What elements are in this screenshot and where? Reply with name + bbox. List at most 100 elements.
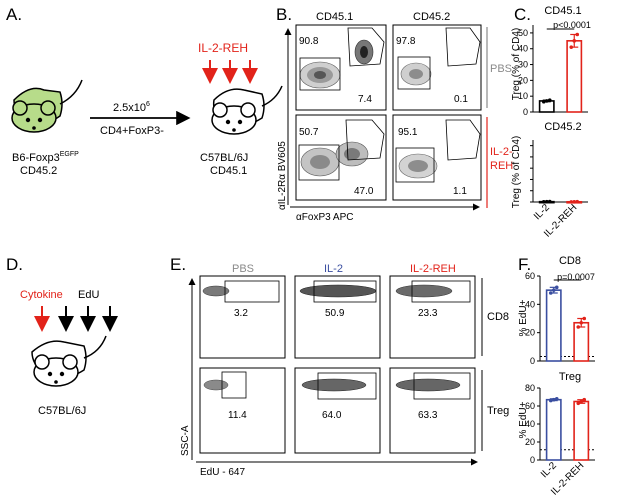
flow-plot-pbs-cd45-2: 97.8 0.1 [392,24,482,111]
row-label-cd8: CD8 [487,311,509,323]
gate-value: 7.4 [358,94,372,105]
y-axis-label: Treg (% of CD4) [511,136,522,208]
col-header-il2-reh: IL-2-REH [410,263,456,275]
gate-value: 50.7 [299,127,319,138]
chart-c-bottom: IL-2IL-2-REH [530,140,588,240]
data-point [579,320,584,325]
y-tick-label: 60 [525,271,535,281]
data-point [576,401,581,406]
data-point [575,32,580,37]
data-point [569,200,574,204]
y-tick-label: 0 [523,107,528,117]
chart-title: CD45.1 [544,5,581,17]
transfer-cell-type: CD4+FoxP3- [100,125,164,137]
panel-b: CD45.1 CD45.2 90.8 7.4 97.8 0.1 [277,11,513,223]
panel-letter-c: C. [514,5,531,24]
data-point [582,316,587,321]
data-point [548,398,553,403]
flow-plot-treg-il2: 64.0 [294,367,381,454]
recipient-mouse-icon [211,85,283,135]
panel-letter-a: A. [6,5,22,24]
y-tick-label: 20 [525,328,535,338]
recipient-strain-label: C57BL/6J [200,152,248,164]
y-axis-label: % EdU+ [518,401,529,438]
chart-title: Treg [559,371,581,383]
y-axis-label: % EdU+ [518,299,529,336]
flow-plot-treg-pbs: 11.4 [199,367,286,454]
gate-value: 95.1 [398,127,418,138]
data-point [547,98,552,102]
mouse-strain-label: C57BL/6J [38,405,86,417]
data-point [551,288,556,292]
panel-f: CD8 Treg % EdU+ % EdU+ p=0.0007 0204060 … [518,255,595,498]
cytokine-label: Cytokine [20,289,63,301]
x-axis-label: αFoxP3 APC [296,212,353,223]
data-point [548,291,553,295]
mouse-icon [31,335,107,387]
panel-letter-b: B. [276,5,292,24]
flow-plot-pbs-cd45-1: 90.8 7.4 [295,24,387,111]
panel-d: Cytokine EdU C57BL/6J [20,289,118,417]
data-point [544,99,549,103]
y-tick-label: 80 [525,383,535,393]
y-tick-label: 0 [530,356,535,366]
panel-a: B6-Foxp3EGFP CD45.2 2.5x106 CD4+FoxP3- I… [11,41,283,177]
bar [566,40,583,113]
x-axis-label: EdU - 647 [200,467,245,478]
data-point [554,397,559,401]
data-point [551,397,556,402]
flow-plot-reh-cd45-2: 95.1 1.1 [392,114,482,201]
panel-letter-f: F. [518,255,531,274]
data-point [582,397,587,402]
data-point [544,199,549,204]
data-point [575,199,580,204]
transfer-cell-number: 2.5x106 [113,101,150,114]
row-label-reh-2: REH [490,160,513,172]
flow-plot-reh-cd45-1: 50.7 47.0 [295,114,387,201]
flow-plot-cd8-pbs: 3.2 [199,275,286,359]
gate-value: 23.3 [418,308,438,319]
data-point [569,45,574,49]
gate-value: 63.3 [418,410,438,421]
y-tick-label: 40 [518,44,528,54]
flow-plot-cd8-il2: 50.9 [294,275,381,359]
flow-plot-treg-il2-reh: 63.3 [389,367,476,454]
col-header-il2: IL-2 [324,263,343,275]
p-value: p<0.0001 [553,20,591,30]
chart-title: CD8 [559,255,581,267]
gate-value: 90.8 [299,36,319,47]
panel-c: CD45.1 CD45.2 Treg (% of CD4) Treg (% of… [511,5,591,240]
y-tick-label: 0 [530,455,535,465]
x-tick-label: IL-2 [532,202,552,222]
y-tick-label: 20 [525,437,535,447]
bar [545,289,562,362]
panel-letter-e: E. [170,255,186,274]
data-point [541,99,546,104]
y-axis-label: SSC-A [180,425,191,456]
y-tick-label: 40 [525,419,535,429]
bar [573,321,590,362]
donor-mouse-icon [11,79,83,133]
col-header-pbs: PBS [232,263,254,275]
gate-value: 0.1 [454,94,468,105]
col-header-cd45-2: CD45.2 [413,11,450,23]
y-tick-label: 20 [518,75,528,85]
y-axis-label: αIL-2Rα BV605 [277,141,288,210]
data-point [541,199,546,204]
flow-plot-cd8-il2-reh: 23.3 [389,275,476,359]
data-point [572,39,577,43]
donor-strain-label: B6-Foxp3EGFP [12,151,79,164]
bar [545,398,562,461]
y-tick-label: 50 [518,28,528,38]
data-point [554,285,559,290]
gate-value: 50.9 [325,308,345,319]
y-tick-label: 10 [518,91,528,101]
panel-letter-d: D. [6,255,23,274]
panel-e: PBS IL-2 IL-2-REH 3.2 50.9 23.3 11.4 [180,263,509,478]
gate-value: 3.2 [234,308,248,319]
chart-title: CD45.2 [544,121,581,133]
